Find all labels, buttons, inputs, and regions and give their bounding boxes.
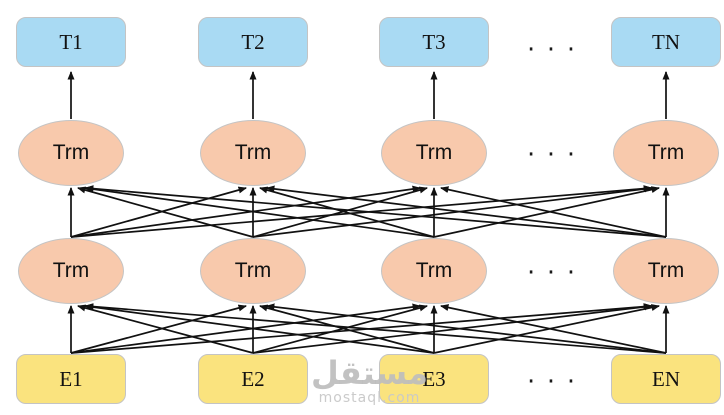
trm-top-node-2: Trm bbox=[200, 120, 306, 186]
embedding-node-e2: E2 bbox=[198, 354, 308, 404]
output-node-t3: T3 bbox=[379, 17, 489, 67]
trm-bottom-node-n: Trm bbox=[613, 238, 719, 304]
ellipsis-trm-top: ··· bbox=[527, 139, 587, 169]
trm-bottom-node-1: Trm bbox=[18, 238, 124, 304]
trm-top-node-3: Trm bbox=[381, 120, 487, 186]
embedding-node-e3: E3 bbox=[379, 354, 489, 404]
embedding-node-en: EN bbox=[611, 354, 721, 404]
output-node-t1: T1 bbox=[16, 17, 126, 67]
output-node-t2: T2 bbox=[198, 17, 308, 67]
trm-bottom-node-3: Trm bbox=[381, 238, 487, 304]
trm-bottom-node-2: Trm bbox=[200, 238, 306, 304]
embedding-node-e1: E1 bbox=[16, 354, 126, 404]
ellipsis-trm-bottom: ··· bbox=[527, 257, 587, 287]
ellipsis-outputs: ··· bbox=[527, 34, 587, 64]
ellipsis-embeddings: ··· bbox=[527, 366, 587, 396]
trm-top-node-n: Trm bbox=[613, 120, 719, 186]
output-node-tn: TN bbox=[611, 17, 721, 67]
trm-top-node-1: Trm bbox=[18, 120, 124, 186]
